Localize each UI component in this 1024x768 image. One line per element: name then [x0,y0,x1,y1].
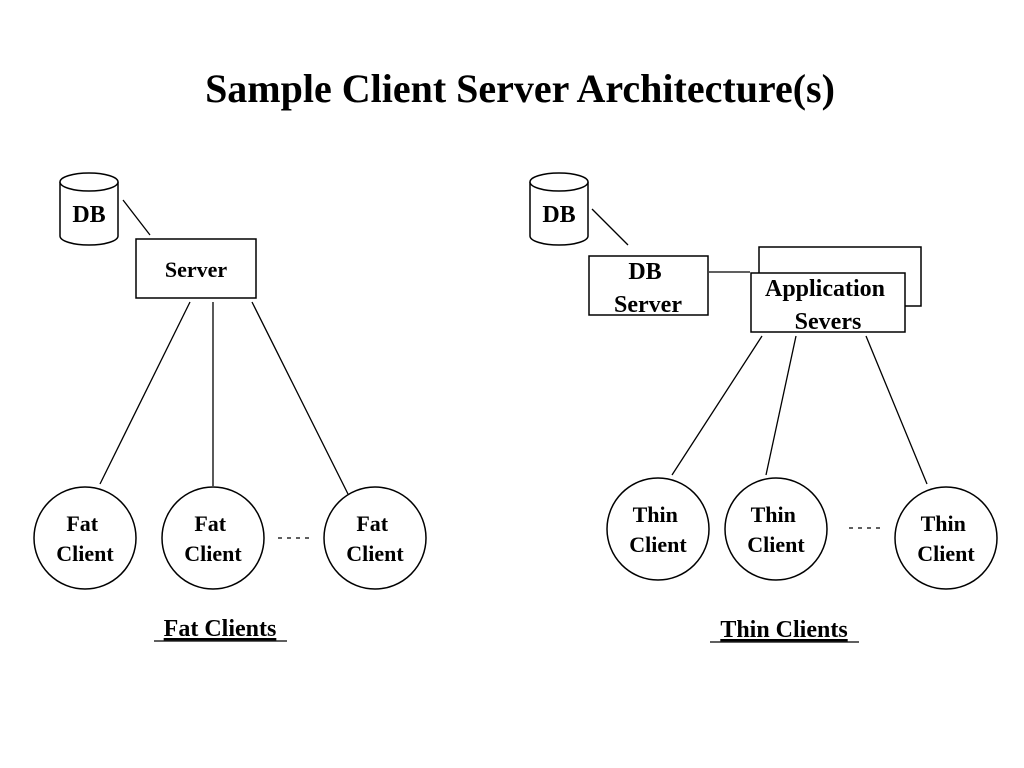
client-circle [606,477,710,581]
thin-client-node: Thin Client [606,477,710,581]
db-cylinder-top [529,172,589,192]
client-label: Fat Client [56,511,114,566]
server-label: Server [165,257,228,282]
client-label-line1: Fat [66,511,98,536]
app-server-label-line2: Severs [795,309,862,335]
client-label: Thin Client [747,502,805,557]
client-circle [724,477,828,581]
client-label-line2: Client [56,541,114,566]
app-client2-connector [765,335,797,476]
server-client3-connector [251,301,349,495]
db-server-connector [122,199,151,236]
client-circle [33,486,137,590]
db-label: DB [542,202,575,228]
server-rect [135,238,257,299]
client-label-line1: Thin [751,502,796,527]
client-label-line1: Fat [356,511,388,536]
app-server-label: Application Severs [765,276,891,335]
thin-client-node: Thin Client [724,477,828,581]
fat-client-node: Fat Client [33,486,137,590]
client-label-line2: Client [184,541,242,566]
db-server-box: DB Server [588,255,709,318]
fat-client-node: Fat Client [323,486,427,590]
client-label-line1: Thin [633,502,678,527]
client-label-line2: Client [747,532,805,557]
fat-db-cylinder: DB [59,172,119,246]
client-label-line1: Thin [921,511,966,536]
slide-title: Sample Client Server Architecture(s) [205,66,835,111]
client-label-line2: Client [629,532,687,557]
client-circle [161,486,265,590]
fat-server-box: Server [135,238,257,299]
client-label-line1: Fat [194,511,226,536]
db-server-rect [588,255,709,316]
app-server-front-rect [750,272,906,333]
client-label-line2: Client [346,541,404,566]
client-circle [323,486,427,590]
fat-clients-diagram: DB Server Fat Client Fat Client [33,172,427,642]
db-dbserver-connector [591,208,629,246]
db-server-label-line1: DB [628,259,661,285]
db-server-label: DB Server [614,259,682,318]
client-label: Fat Client [184,511,242,566]
db-cylinder-body [59,182,119,246]
thin-db-cylinder: DB [529,172,589,246]
fat-clients-caption: Fat Clients [164,616,277,642]
client-label: Thin Client [629,502,687,557]
thin-clients-diagram: DB DB Server Application Severs Thin Cli… [529,172,998,643]
db-cylinder-top [59,172,119,192]
app-server-label-line1: Application [765,276,885,302]
client-circle [894,486,998,590]
client-label-line2: Client [917,541,975,566]
app-client3-connector [865,335,928,485]
db-server-label-line2: Server [614,292,682,318]
client-label: Fat Client [346,511,404,566]
server-client1-connector [99,301,191,485]
db-cylinder-body [529,182,589,246]
app-client1-connector [671,335,763,476]
thin-clients-caption: Thin Clients [720,617,847,643]
db-label: DB [72,202,105,228]
thin-client-node: Thin Client [894,486,998,590]
fat-client-node: Fat Client [161,486,265,590]
client-label: Thin Client [917,511,975,566]
application-servers-stack: Application Severs [750,246,922,335]
